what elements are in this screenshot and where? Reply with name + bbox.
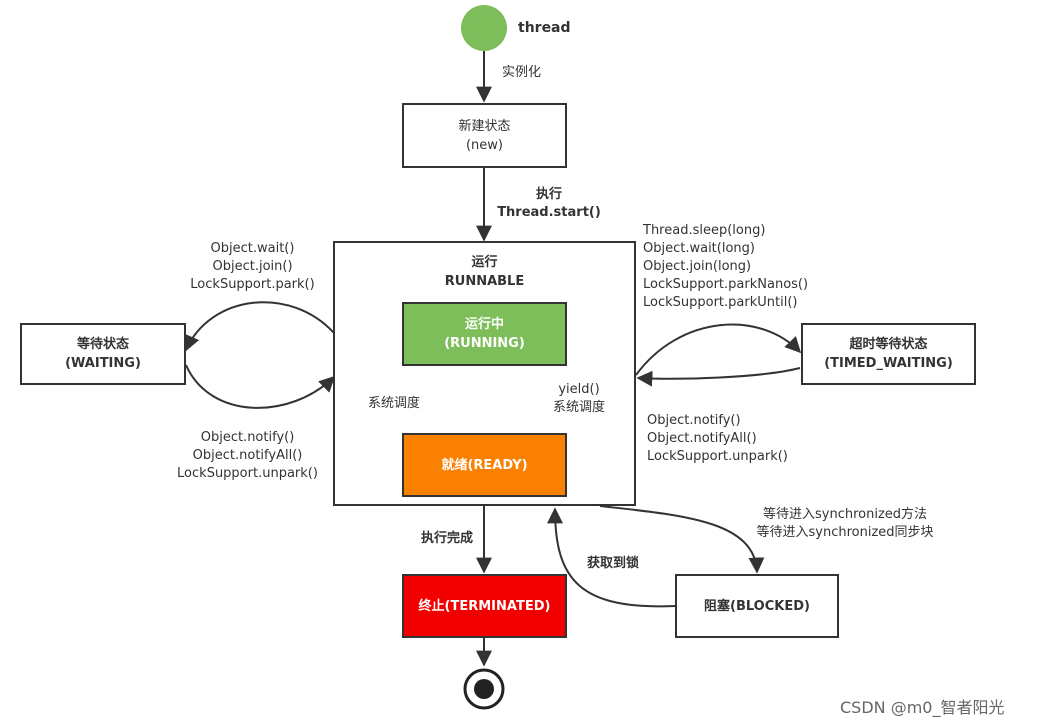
edge-label-to-timed-4: LockSupport.parkUntil() bbox=[643, 295, 798, 310]
end-node-inner-icon bbox=[474, 679, 494, 699]
state-terminated: 终止(TERMINATED) bbox=[402, 574, 567, 638]
state-ready-line1: 就绪(READY) bbox=[441, 457, 528, 473]
edge-label-to-blocked-1: 等待进入synchronized同步块 bbox=[756, 525, 934, 540]
edge-label-from-timed-waiting: Object.notify() Object.notifyAll() LockS… bbox=[647, 412, 788, 466]
edge-label-to-waiting-1: Object.join() bbox=[212, 259, 293, 274]
watermark: CSDN @m0_智者阳光 bbox=[840, 698, 1005, 717]
edge-label-to-waiting-0: Object.wait() bbox=[210, 241, 295, 256]
edge-to-timed-waiting bbox=[635, 323, 802, 376]
edge-label-start-line2: Thread.start() bbox=[497, 205, 601, 220]
state-new-line1: 新建状态 bbox=[458, 118, 511, 134]
edge-label-from-timed-0: Object.notify() bbox=[647, 413, 741, 428]
start-label: thread bbox=[518, 20, 571, 36]
edge-label-running-to-ready: yield() 系统调度 bbox=[547, 381, 611, 417]
state-waiting-line1: 等待状态 bbox=[76, 337, 129, 352]
edge-label-running-to-ready-1: 系统调度 bbox=[552, 400, 605, 415]
edge-label-start-line1: 执行 bbox=[535, 187, 562, 202]
state-waiting-line2: (WAITING) bbox=[65, 356, 141, 371]
edge-to-waiting bbox=[184, 301, 335, 352]
edge-label-to-terminated: 执行完成 bbox=[421, 531, 474, 546]
state-ready: 就绪(READY) bbox=[402, 433, 567, 497]
state-timed-waiting-line1: 超时等待状态 bbox=[849, 337, 928, 352]
edge-to-blocked bbox=[599, 505, 765, 574]
edge-from-timed-waiting bbox=[636, 367, 801, 387]
start-node-icon bbox=[461, 5, 507, 51]
edge-label-from-waiting-1: Object.notifyAll() bbox=[192, 448, 303, 463]
edge-label-to-blocked: 等待进入synchronized方法 等待进入synchronized同步块 bbox=[745, 506, 945, 542]
edge-label-from-blocked: 获取到锁 bbox=[587, 556, 640, 571]
state-waiting: 等待状态 (WAITING) bbox=[20, 323, 186, 385]
edge-label-from-timed-2: LockSupport.unpark() bbox=[647, 449, 788, 464]
edge-label-to-timed-waiting: Thread.sleep(long) Object.wait(long) Obj… bbox=[643, 222, 808, 312]
state-running: 运行中 (RUNNING) bbox=[402, 302, 567, 366]
edge-label-from-waiting: Object.notify() Object.notifyAll() LockS… bbox=[165, 429, 330, 483]
state-new: 新建状态 (new) bbox=[402, 103, 567, 168]
state-running-line1: 运行中 bbox=[464, 317, 504, 332]
state-running-line2: (RUNNING) bbox=[444, 336, 525, 351]
state-blocked: 阻塞(BLOCKED) bbox=[675, 574, 839, 638]
edge-label-from-timed-1: Object.notifyAll() bbox=[647, 431, 757, 446]
edge-label-to-waiting: Object.wait() Object.join() LockSupport.… bbox=[175, 240, 330, 294]
edge-label-to-timed-1: Object.wait(long) bbox=[643, 241, 755, 256]
state-new-line2: (new) bbox=[465, 137, 503, 153]
state-terminated-line1: 终止(TERMINATED) bbox=[418, 598, 551, 614]
state-runnable-line1: 运行 bbox=[471, 255, 498, 270]
state-timed-waiting: 超时等待状态 (TIMED_WAITING) bbox=[801, 323, 976, 385]
state-blocked-line1: 阻塞(BLOCKED) bbox=[704, 598, 810, 614]
edge-label-instantiate: 实例化 bbox=[502, 65, 542, 80]
edge-label-running-to-ready-0: yield() bbox=[558, 382, 600, 397]
edge-from-blocked bbox=[547, 507, 676, 608]
state-timed-waiting-line2: (TIMED_WAITING) bbox=[824, 356, 953, 371]
edge-label-to-blocked-0: 等待进入synchronized方法 bbox=[762, 507, 928, 522]
edge-label-to-timed-2: Object.join(long) bbox=[643, 259, 752, 274]
edge-label-from-waiting-0: Object.notify() bbox=[200, 430, 295, 445]
state-runnable-line2: RUNNABLE bbox=[444, 274, 525, 289]
edge-label-to-timed-3: LockSupport.parkNanos() bbox=[643, 277, 809, 292]
edge-label-to-waiting-2: LockSupport.park() bbox=[190, 277, 315, 292]
edge-label-start: 执行 Thread.start() bbox=[494, 186, 604, 222]
edge-label-to-timed-0: Thread.sleep(long) bbox=[643, 223, 766, 238]
edge-label-from-waiting-2: LockSupport.unpark() bbox=[177, 466, 318, 481]
edge-label-ready-to-running: 系统调度 bbox=[368, 396, 421, 411]
edge-from-waiting bbox=[185, 364, 336, 409]
